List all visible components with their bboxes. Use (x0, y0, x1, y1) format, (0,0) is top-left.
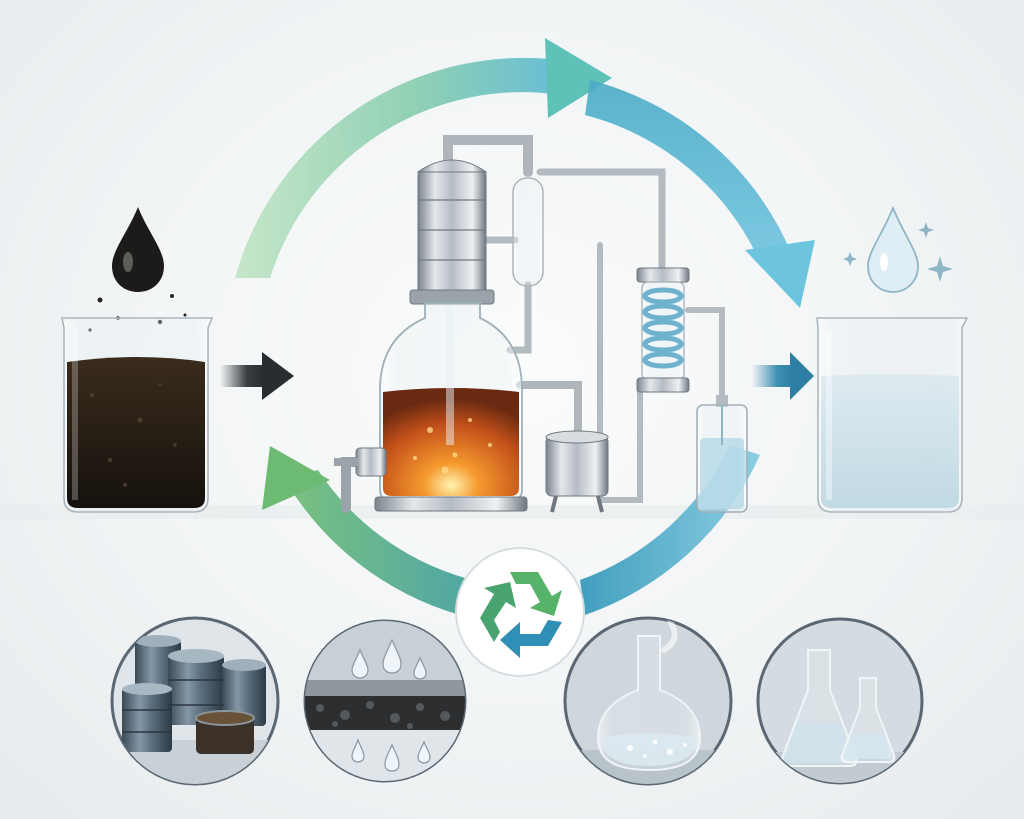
water-drop-icon (867, 205, 919, 293)
separator-tube (512, 177, 544, 287)
fractionating-column (417, 169, 487, 299)
distillation-apparatus (334, 135, 748, 513)
sparkle-icons (843, 222, 953, 282)
return-pipe (506, 281, 532, 354)
thumbnail-boiling-flask (563, 616, 733, 786)
recycle-icon (480, 572, 562, 658)
table-surface (0, 505, 1024, 519)
barrel-icon (122, 635, 266, 754)
receiving-bottle (696, 395, 748, 513)
flask-icon (596, 635, 702, 772)
column-dome (416, 159, 488, 173)
erlenmeyer-icon (780, 649, 896, 767)
coil-condenser (636, 267, 690, 393)
filter-icon (305, 680, 465, 781)
thumbnail-clean-flasks (756, 617, 924, 785)
pump-unit (545, 430, 609, 513)
left-flow-arrow (220, 352, 294, 400)
bottom-left-arc (285, 470, 465, 615)
top-arc-arrowhead (545, 38, 612, 118)
drain-valve (334, 447, 387, 477)
thumbnail-filter-media (303, 619, 467, 783)
oil-drop-icon (112, 207, 164, 292)
condenser-outlet-pipe (685, 307, 725, 403)
dirty-solvent-stage (61, 207, 214, 513)
heater-base (374, 496, 528, 512)
feed-pipe (597, 242, 643, 503)
steam-wisp (661, 618, 685, 653)
top-left-arc (235, 57, 562, 279)
clean-liquid (821, 374, 959, 508)
right-arc-arrowhead (745, 240, 815, 308)
dirty-liquid (67, 357, 205, 508)
top-right-arc (585, 80, 790, 262)
side-pipe-right (516, 381, 582, 444)
top-vapor-pipe (443, 135, 533, 177)
long-transfer-pipe (536, 168, 666, 274)
right-flow-arrow (752, 352, 814, 400)
clean-solvent-stage (816, 205, 969, 513)
recycle-badge (455, 547, 585, 677)
left-arc-arrowhead (262, 446, 330, 510)
thumbnail-waste-barrels (110, 616, 280, 786)
